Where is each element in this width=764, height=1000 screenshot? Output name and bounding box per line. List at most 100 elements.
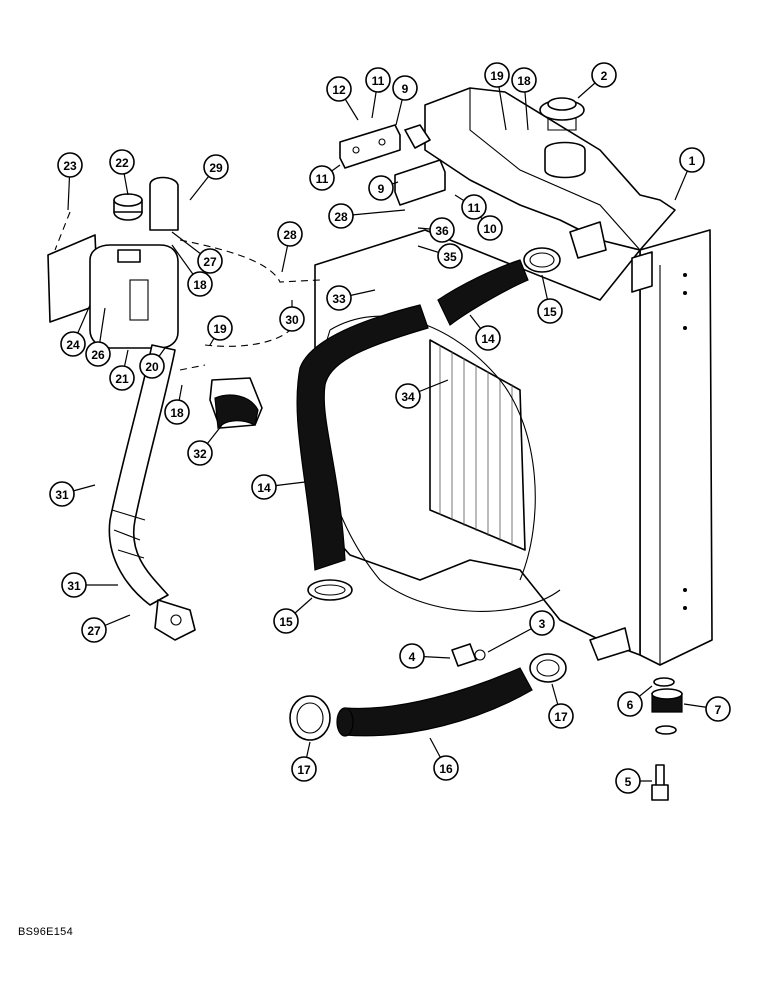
callout-24: 24	[60, 331, 86, 357]
callout-number: 18	[170, 406, 184, 420]
callout-number: 36	[435, 224, 449, 238]
callout-30: 30	[279, 306, 305, 332]
callout-number: 17	[297, 763, 311, 777]
callout-circle	[437, 243, 463, 269]
callout-16: 16	[433, 755, 459, 781]
upper-hose-long	[296, 304, 429, 571]
callout-circle	[203, 154, 229, 180]
callout-number: 24	[66, 338, 80, 352]
callout-5: 5	[615, 768, 641, 794]
callout-circle	[529, 610, 555, 636]
reservoir-filler-elbow	[149, 176, 179, 231]
callout-circle	[109, 149, 135, 175]
callout-22: 22	[109, 149, 135, 175]
callout-17: 17	[548, 703, 574, 729]
callout-11: 11	[309, 165, 335, 191]
callout-23: 23	[57, 152, 83, 178]
callout-circle	[617, 691, 643, 717]
callout-19: 19	[207, 315, 233, 341]
callout-circle	[679, 147, 705, 173]
callout-circle	[81, 617, 107, 643]
callout-number: 14	[481, 332, 495, 346]
callout-circle	[251, 474, 277, 500]
callout-9: 9	[392, 75, 418, 101]
assembly-line-reservoir-bracket	[54, 211, 71, 251]
callout-number: 27	[87, 624, 101, 638]
radiator-assembly	[314, 87, 713, 666]
callout-number: 29	[209, 161, 223, 175]
callout-31: 31	[49, 481, 75, 507]
callout-10: 10	[477, 215, 503, 241]
callout-number: 32	[193, 447, 207, 461]
callout-circle	[85, 341, 111, 367]
callout-circle	[291, 756, 317, 782]
mount-washer-top	[653, 677, 675, 687]
callout-number: 19	[490, 69, 504, 83]
clamp-15-upper	[523, 247, 561, 273]
bracket-upper	[339, 124, 401, 169]
callout-17: 17	[291, 756, 317, 782]
callout-19: 19	[484, 62, 510, 88]
upper-hose-short	[437, 259, 529, 326]
callout-28: 28	[277, 221, 303, 247]
callout-circle	[326, 285, 352, 311]
callout-28: 28	[328, 203, 354, 229]
callout-11: 11	[365, 67, 391, 93]
callout-27: 27	[81, 617, 107, 643]
callout-number: 11	[372, 74, 385, 88]
callout-number: 15	[279, 615, 293, 629]
clamp-17-right	[529, 653, 567, 683]
callout-number: 20	[145, 360, 159, 374]
callout-number: 2	[601, 69, 608, 83]
callout-circle	[207, 315, 233, 341]
callout-number: 16	[439, 762, 453, 776]
callout-circle	[591, 62, 617, 88]
callout-14: 14	[475, 325, 501, 351]
assembly-line-overflow	[179, 239, 321, 283]
assembly-line-hose-clip	[204, 329, 291, 347]
callout-15: 15	[273, 608, 299, 634]
callout-circle	[328, 203, 354, 229]
callout-circle	[429, 217, 455, 243]
clamp-15-lower	[307, 579, 353, 601]
drain-valve	[451, 643, 486, 667]
callout-number: 7	[715, 703, 722, 717]
callout-15: 15	[537, 298, 563, 324]
callout-7: 7	[705, 696, 731, 722]
callout-circle	[615, 768, 641, 794]
callout-27: 27	[197, 248, 223, 274]
callout-11: 11	[461, 194, 487, 220]
callout-circle	[187, 440, 213, 466]
callout-20: 20	[139, 353, 165, 379]
assembly-line-tube-clip	[179, 364, 206, 371]
callout-circle	[164, 399, 190, 425]
callout-number: 6	[627, 698, 634, 712]
callout-33: 33	[326, 285, 352, 311]
callout-29: 29	[203, 154, 229, 180]
callout-35: 35	[437, 243, 463, 269]
callout-circle	[60, 331, 86, 357]
callout-36: 36	[429, 217, 455, 243]
callout-number: 9	[378, 182, 385, 196]
callout-number: 35	[443, 250, 457, 264]
lower-hose	[344, 667, 533, 737]
radiator-cap	[539, 97, 585, 131]
callout-circle	[277, 221, 303, 247]
callout-circle	[368, 175, 394, 201]
callout-18: 18	[164, 399, 190, 425]
callout-6: 6	[617, 691, 643, 717]
callout-18: 18	[511, 67, 537, 93]
callout-number: 31	[55, 488, 69, 502]
callout-3: 3	[529, 610, 555, 636]
callout-circle	[511, 67, 537, 93]
overflow-tube	[108, 344, 196, 641]
callout-number: 23	[63, 159, 77, 173]
callout-circle	[705, 696, 731, 722]
clamp-17-left	[289, 695, 331, 741]
callout-circle	[392, 75, 418, 101]
callout-number: 15	[543, 305, 557, 319]
callout-circle	[365, 67, 391, 93]
callout-34: 34	[395, 383, 421, 409]
callout-number: 17	[554, 710, 568, 724]
callout-18: 18	[187, 271, 213, 297]
